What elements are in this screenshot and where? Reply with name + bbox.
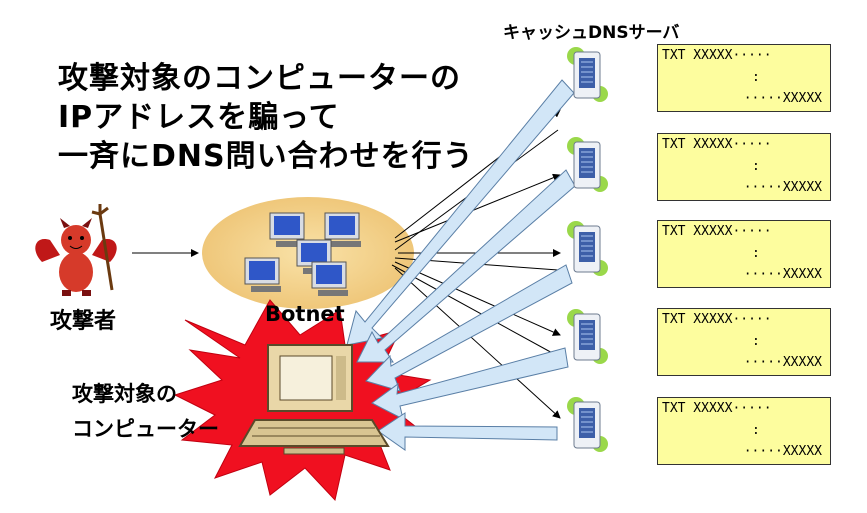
devil-attacker-icon: [35, 204, 117, 296]
record-line-3: ·····XXXXX: [743, 355, 822, 370]
dns-server-5: [567, 397, 608, 452]
headline-line-1: 攻撃対象のコンピューターの: [58, 61, 461, 96]
dns-record-box: TXT XXXXX····· : ·····XXXXX: [657, 44, 831, 112]
record-line-2: :: [752, 246, 760, 261]
target-computer-icon: [238, 344, 390, 455]
record-line-2: :: [752, 423, 760, 438]
dns-record-box: TXT XXXXX····· : ·····XXXXX: [657, 308, 831, 376]
record-line-2: :: [752, 70, 760, 85]
record-line-1: TXT XXXXX·····: [662, 312, 772, 327]
record-line-2: :: [752, 334, 760, 349]
record-line-1: TXT XXXXX·····: [662, 137, 772, 152]
dns-server-2: [567, 137, 608, 192]
response-arrows: [346, 79, 576, 451]
dns-server-3: [567, 221, 608, 276]
record-line-3: ·····XXXXX: [743, 267, 822, 282]
record-line-1: TXT XXXXX·····: [662, 224, 772, 239]
cache-dns-servers-label: キャッシュDNSサーバ: [503, 23, 680, 43]
record-line-3: ·····XXXXX: [743, 91, 822, 106]
botnet-label: Botnet: [265, 302, 345, 326]
record-line-3: ·····XXXXX: [743, 444, 822, 459]
record-line-1: TXT XXXXX·····: [662, 48, 772, 63]
dns-server-1: [567, 47, 608, 102]
botnet-computers-icon: [244, 212, 361, 296]
attacker-label: 攻撃者: [50, 309, 117, 334]
dns-record-box: TXT XXXXX····· : ·····XXXXX: [657, 397, 831, 465]
record-line-1: TXT XXXXX·····: [662, 401, 772, 416]
target-label-line-2: コンピューター: [72, 417, 219, 441]
headline-line-2: IPアドレスを騙って: [58, 100, 340, 135]
dns-record-box: TXT XXXXX····· : ·····XXXXX: [657, 220, 831, 288]
target-label-line-1: 攻撃対象の: [72, 382, 177, 406]
headline-line-3: 一斉にDNS問い合わせを行う: [58, 139, 474, 174]
record-line-3: ·····XXXXX: [743, 180, 822, 195]
dns-record-box: TXT XXXXX····· : ·····XXXXX: [657, 133, 831, 201]
record-line-2: :: [752, 159, 760, 174]
dns-server-4: [567, 309, 608, 364]
